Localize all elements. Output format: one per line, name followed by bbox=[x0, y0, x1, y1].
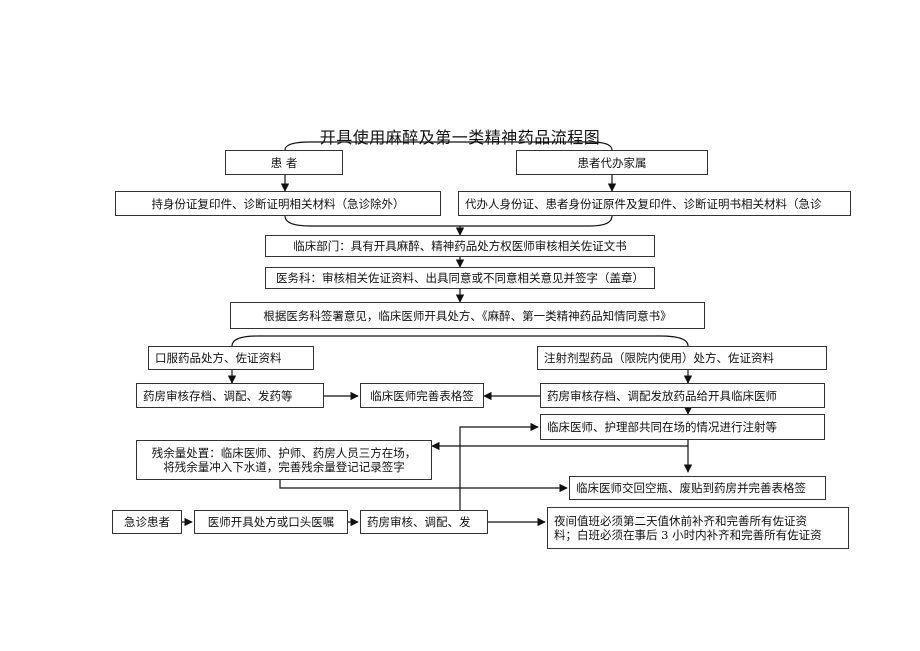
node-oral: 口服药品处方、佐证资料 bbox=[148, 346, 314, 370]
node-medical-affairs: 医务科：审核相关佐证资料、出具同意或不同意相关意见并签字（盖章） bbox=[265, 267, 655, 289]
node-prescribe: 根据医务科签署意见，临床医师开具处方、《麻醉、第一类精神药品知情同意书》 bbox=[230, 302, 705, 329]
node-return-vials: 临床医师交回空瓶、废贴到药房并完善表格签 bbox=[569, 476, 826, 500]
night-line-2: 料；白班必须在事后 3 小时内补齐和完善所有佐证资 bbox=[554, 528, 822, 542]
node-emergency: 急诊患者 bbox=[112, 510, 182, 534]
node-clinical-dept: 临床部门：具有开具麻醉、精神药品处方权医师审核相关佐证文书 bbox=[265, 235, 655, 257]
split-bracket bbox=[231, 335, 689, 347]
node-family: 患者代办家属 bbox=[516, 150, 708, 175]
node-patient: 患 者 bbox=[225, 150, 343, 175]
node-co-injection: 临床医师、护理部共同在场的情况进行注射等 bbox=[540, 414, 825, 440]
node-pharmacy-inj: 药房审核存档、调配发放药品给开具临床医师 bbox=[540, 383, 825, 408]
arrow-pharmacy-co bbox=[459, 422, 539, 510]
node-physician-form: 临床医师完善表格签 bbox=[360, 383, 484, 408]
node-patient-docs: 持身份证复印件、诊断证明相关材料（急诊除外） bbox=[115, 191, 441, 216]
node-residual: 残余量处置：临床医师、护师、药房人员三方在场， 将残余量冲入下水道，完善残余量登… bbox=[136, 440, 432, 480]
node-pharmacy-oral: 药房审核存档、调配、发药等 bbox=[136, 383, 324, 408]
merge-bracket bbox=[284, 215, 613, 227]
arrow-residual-return bbox=[279, 480, 568, 493]
node-emergency-rx: 医师开具处方或口头医嘱 bbox=[194, 510, 348, 534]
node-injection: 注射剂型药品（限院内使用）处方、佐证资料 bbox=[537, 346, 827, 370]
residual-line-2: 将残余量冲入下水道，完善残余量登记记录签字 bbox=[163, 460, 405, 474]
arrow-co-residual bbox=[431, 440, 689, 451]
node-family-docs: 代办人身份证、患者身份证原件及复印件、诊断证明书相关材料（急诊 bbox=[458, 191, 851, 216]
residual-line-1: 残余量处置：临床医师、护师、药房人员三方在场， bbox=[151, 446, 417, 460]
node-night-rule: 夜间值班必须第二天值休前补齐和完善所有佐证资 料；白班必须在事后 3 小时内补齐… bbox=[547, 507, 849, 549]
title-bracket bbox=[284, 141, 613, 151]
node-pharmacy-em: 药房审核、调配、发 bbox=[360, 510, 488, 534]
night-line-1: 夜间值班必须第二天值休前补齐和完善所有佐证资 bbox=[554, 514, 807, 528]
